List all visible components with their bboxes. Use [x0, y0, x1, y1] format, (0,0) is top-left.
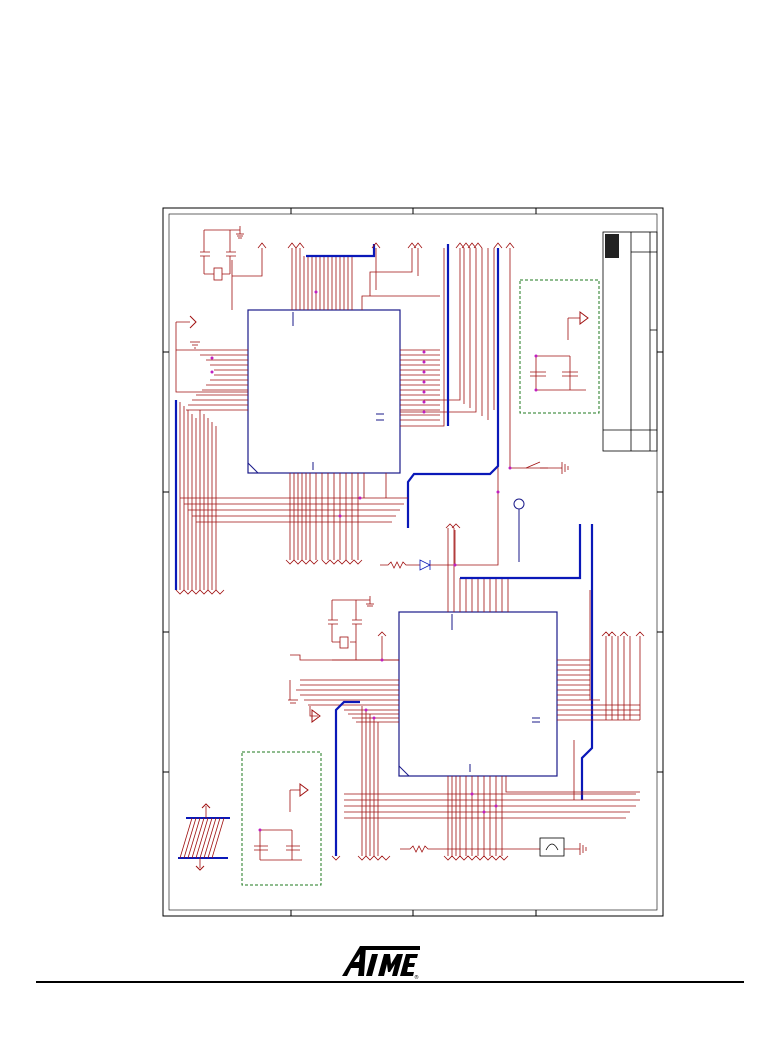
ground-icon [288, 699, 298, 704]
connector-icon [539, 837, 565, 857]
upper-ic [247, 309, 401, 474]
led-icon [419, 559, 431, 571]
title-logo-icon [605, 234, 619, 258]
crystal-icon [339, 636, 349, 649]
upper-ic-right-wires [400, 248, 548, 566]
supply-arrow-icon [579, 311, 589, 325]
bus-connector-lower-left [178, 803, 230, 871]
lower-ic [398, 611, 558, 777]
title-block [602, 231, 658, 452]
lower-ic-top-wires [447, 528, 509, 612]
upper-ic-left-wires [175, 321, 248, 590]
connector-icon [513, 498, 525, 562]
upper-ic-bottom-wires [180, 473, 408, 560]
supply-arrow-icon [299, 783, 309, 797]
ground-icon [366, 596, 374, 607]
logo-icon: ® [342, 946, 420, 980]
dashed-block-upper [519, 279, 600, 414]
net-connectors-bottom [331, 855, 509, 861]
net-connectors-top [257, 242, 515, 249]
lower-bus-top [460, 524, 594, 800]
bottom-resistor-connector [400, 837, 587, 857]
net-connectors-mid [175, 559, 363, 595]
supply-arrow-icon [311, 709, 321, 723]
junctions [210, 290, 538, 832]
crystal-lower [328, 599, 399, 661]
resistor-icon [400, 845, 540, 853]
ground-icon [190, 341, 200, 349]
ground-icon [236, 226, 244, 239]
svg-text:®: ® [414, 974, 419, 980]
lower-ic-left-wires [289, 654, 399, 856]
crystal-icon [213, 267, 223, 281]
upper-bus-right [406, 244, 500, 528]
sheet-frame [162, 207, 664, 917]
upper-ic-top-wires [231, 248, 440, 310]
footer-rule [36, 981, 744, 983]
resistor-icon [380, 561, 420, 569]
lower-ic-bottom-wires [344, 776, 640, 856]
switch-icon [525, 461, 569, 474]
dashed-block-lower [241, 751, 322, 886]
upper-bus-top [306, 244, 376, 258]
crystal-upper [200, 229, 240, 281]
supply-arrow-icon [189, 315, 197, 329]
lower-ic-right-wires [557, 590, 645, 800]
lower-bus-left [334, 700, 360, 856]
